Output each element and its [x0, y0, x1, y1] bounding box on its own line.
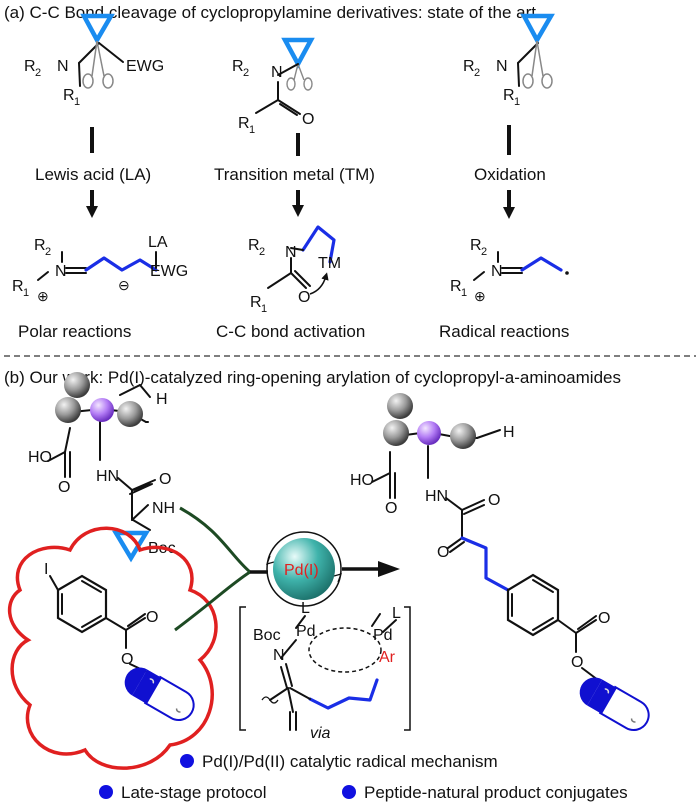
svg-text:TM: TM	[318, 255, 341, 272]
svg-text:2: 2	[45, 246, 51, 258]
svg-text:HO: HO	[350, 472, 374, 489]
svg-text:R: R	[63, 87, 75, 104]
condition-transition-metal: Transition metal (TM)	[214, 165, 375, 184]
outcome-radical: Radical reactions	[439, 322, 569, 341]
svg-text:O: O	[488, 492, 500, 509]
svg-text:Ar: Ar	[379, 649, 396, 666]
arylated-product: HO O HN O O H O O	[350, 393, 650, 731]
svg-text:EWG: EWG	[126, 58, 164, 75]
svg-text:Pd: Pd	[296, 623, 316, 640]
svg-text:LA: LA	[148, 234, 168, 251]
panel-b-title: (b) Our work: Pd(I)-catalyzed ring-openi…	[4, 368, 621, 387]
feature-mechanism: Pd(I)/Pd(II) catalytic radical mechanism	[202, 752, 498, 771]
svg-text:1: 1	[249, 124, 255, 136]
product-radical: R 2 N R 1 ⊕	[450, 237, 569, 304]
svg-text:L: L	[392, 605, 401, 622]
svg-text:EWG: EWG	[150, 263, 188, 280]
svg-text:N: N	[491, 263, 503, 280]
svg-text:via: via	[310, 725, 331, 742]
svg-text:O: O	[58, 479, 70, 496]
svg-text:R: R	[12, 278, 24, 295]
svg-text:O: O	[571, 654, 583, 671]
feature-late-stage: Late-stage protocol	[121, 783, 267, 802]
svg-text:O: O	[302, 111, 314, 128]
svg-text:Pd(I): Pd(I)	[284, 562, 319, 579]
svg-text:⊕: ⊕	[474, 288, 486, 304]
svg-text:R: R	[470, 237, 482, 254]
svg-text:R: R	[238, 115, 250, 132]
svg-text:N: N	[271, 64, 283, 81]
svg-text:⊕: ⊕	[37, 288, 49, 304]
svg-text:NH: NH	[152, 500, 175, 517]
merge-arrow-bottom	[174, 570, 251, 632]
svg-text:Pd: Pd	[373, 627, 393, 644]
svg-text:1: 1	[261, 303, 267, 315]
svg-text:R: R	[232, 58, 244, 75]
svg-text:1: 1	[74, 96, 80, 108]
svg-text:1: 1	[23, 287, 29, 299]
product-polar: R 2 N R 1 ⊕ ⊖ LA EWG	[12, 234, 188, 304]
outcome-activation: C-C bond activation	[216, 322, 365, 341]
svg-text:R: R	[248, 237, 260, 254]
aryl-iodide-drug: I O O	[7, 526, 218, 770]
svg-text:HO: HO	[28, 449, 52, 466]
svg-text:O: O	[437, 544, 449, 561]
outcome-polar: Polar reactions	[18, 322, 131, 341]
pd-catalyst-sphere	[273, 538, 335, 600]
reaction-arrows-a	[86, 125, 515, 219]
product-capsule-icon	[579, 677, 650, 731]
product-activation: R 2 N TM R 1 O	[248, 225, 341, 315]
svg-text:N: N	[57, 58, 69, 75]
svg-text:N: N	[285, 244, 297, 261]
svg-text:O: O	[598, 610, 610, 627]
panel-a-title: (a) C-C Bond cleavage of cyclopropylamin…	[4, 3, 536, 22]
merge-arrow-top	[179, 506, 251, 574]
svg-text:O: O	[159, 471, 171, 488]
cyclopropane-icon	[80, 13, 115, 45]
svg-text:2: 2	[35, 67, 41, 79]
svg-text:N: N	[273, 647, 285, 664]
svg-text:R: R	[450, 278, 462, 295]
svg-text:I: I	[44, 561, 48, 578]
svg-text:L: L	[301, 600, 310, 617]
svg-text:1: 1	[514, 96, 520, 108]
svg-text:HN: HN	[425, 488, 448, 505]
svg-text:2: 2	[474, 67, 480, 79]
svg-text:H: H	[156, 391, 168, 408]
svg-text:1: 1	[461, 287, 467, 299]
svg-text:O: O	[146, 609, 158, 626]
feature-list: Pd(I)/Pd(II) catalytic radical mechanism…	[99, 752, 628, 802]
svg-text:R: R	[250, 294, 262, 311]
reactant-oxidation: R 2 N R 1	[463, 13, 555, 108]
svg-text:N: N	[496, 58, 508, 75]
catalyst-pd: Pd(I)	[266, 531, 342, 607]
svg-text:2: 2	[481, 246, 487, 258]
svg-text:R: R	[463, 58, 475, 75]
svg-text:Boc: Boc	[253, 627, 281, 644]
via-intermediate: Boc Pd L Pd L Ar N via	[239, 600, 411, 742]
svg-text:R: R	[503, 87, 515, 104]
svg-text:⊖: ⊖	[118, 277, 130, 293]
condition-oxidation: Oxidation	[474, 165, 546, 184]
bullet-icon	[342, 785, 356, 799]
reactant-lewis-acid: R 2 N R 1 EWG	[24, 13, 164, 108]
svg-text:HN: HN	[96, 468, 119, 485]
svg-text:2: 2	[243, 67, 249, 79]
red-outline	[7, 526, 218, 770]
capsule-icon	[124, 667, 195, 721]
condition-lewis-acid: Lewis acid (LA)	[35, 165, 151, 184]
svg-text:H: H	[503, 424, 515, 441]
feature-conjugates: Peptide-natural product conjugates	[364, 783, 628, 802]
bullet-icon	[180, 754, 194, 768]
svg-text:R: R	[24, 58, 36, 75]
svg-text:O: O	[385, 500, 397, 517]
reactant-transition-metal: R 2 N R 1 O	[232, 37, 315, 136]
svg-text:O: O	[298, 289, 310, 306]
svg-text:N: N	[55, 263, 67, 280]
bullet-icon	[99, 785, 113, 799]
svg-text:2: 2	[259, 246, 265, 258]
svg-text:O: O	[121, 651, 133, 668]
svg-text:R: R	[34, 237, 46, 254]
